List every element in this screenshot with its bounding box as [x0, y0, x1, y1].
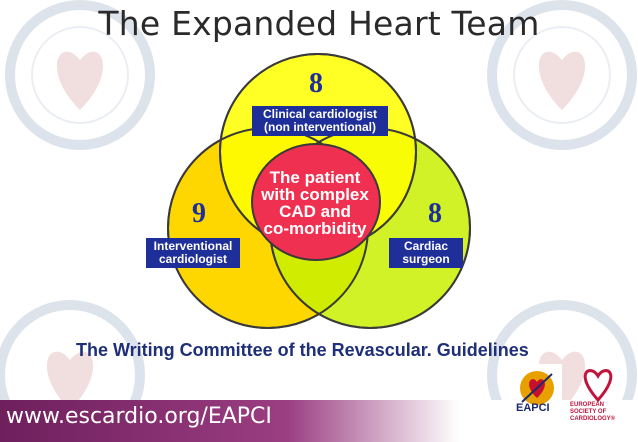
- center-line3: CAD and: [279, 202, 351, 221]
- label-top: Clinical cardiologist (non interventiona…: [252, 108, 388, 134]
- label-box-left: [146, 238, 240, 268]
- eapci-label: EAPCI: [516, 402, 550, 414]
- esc-line1: EUROPEAN: [570, 402, 605, 408]
- center-line1: The patient: [269, 168, 361, 187]
- label-right-line2: surgeon: [402, 252, 450, 266]
- esc-line3: CARDIOLOGY®: [570, 416, 616, 422]
- count-right: 8: [428, 198, 442, 229]
- label-left-line2: cardiologist: [158, 252, 227, 266]
- center-patient-circle: [251, 143, 381, 261]
- seal-icon: [5, 0, 155, 150]
- slide-title: The Expanded Heart Team: [98, 4, 540, 43]
- label-top-line1: Clinical cardiologist: [262, 107, 378, 121]
- label-box-right: [389, 238, 463, 268]
- label-right-line1: Cardiac: [403, 239, 449, 253]
- count-top: 8: [309, 68, 323, 99]
- esc-heart-icon: [583, 369, 613, 402]
- label-left: Interventional cardiologist: [146, 240, 240, 266]
- footer-url[interactable]: www.escardio.org/EAPCI: [6, 404, 272, 429]
- label-top-line2: (non interventional): [264, 120, 376, 134]
- center-label: The patient with complex CAD and co-morb…: [250, 169, 380, 237]
- label-box-top: [252, 106, 388, 136]
- center-line4: co-morbidity: [263, 219, 367, 238]
- esc-line2: SOCIETY OF: [570, 409, 607, 415]
- eapci-logo-icon: [512, 364, 562, 414]
- seal-icon: [0, 300, 145, 442]
- label-right: Cardiac surgeon: [389, 240, 463, 266]
- center-line2: with complex: [261, 185, 369, 204]
- label-left-line1: Interventional: [153, 239, 233, 253]
- esc-label: EUROPEAN SOCIETY OF CARDIOLOGY®: [570, 402, 632, 423]
- count-left: 9: [192, 198, 206, 229]
- seal-icon: [487, 0, 637, 150]
- committee-caption: The Writing Committee of the Revascular.…: [76, 340, 529, 360]
